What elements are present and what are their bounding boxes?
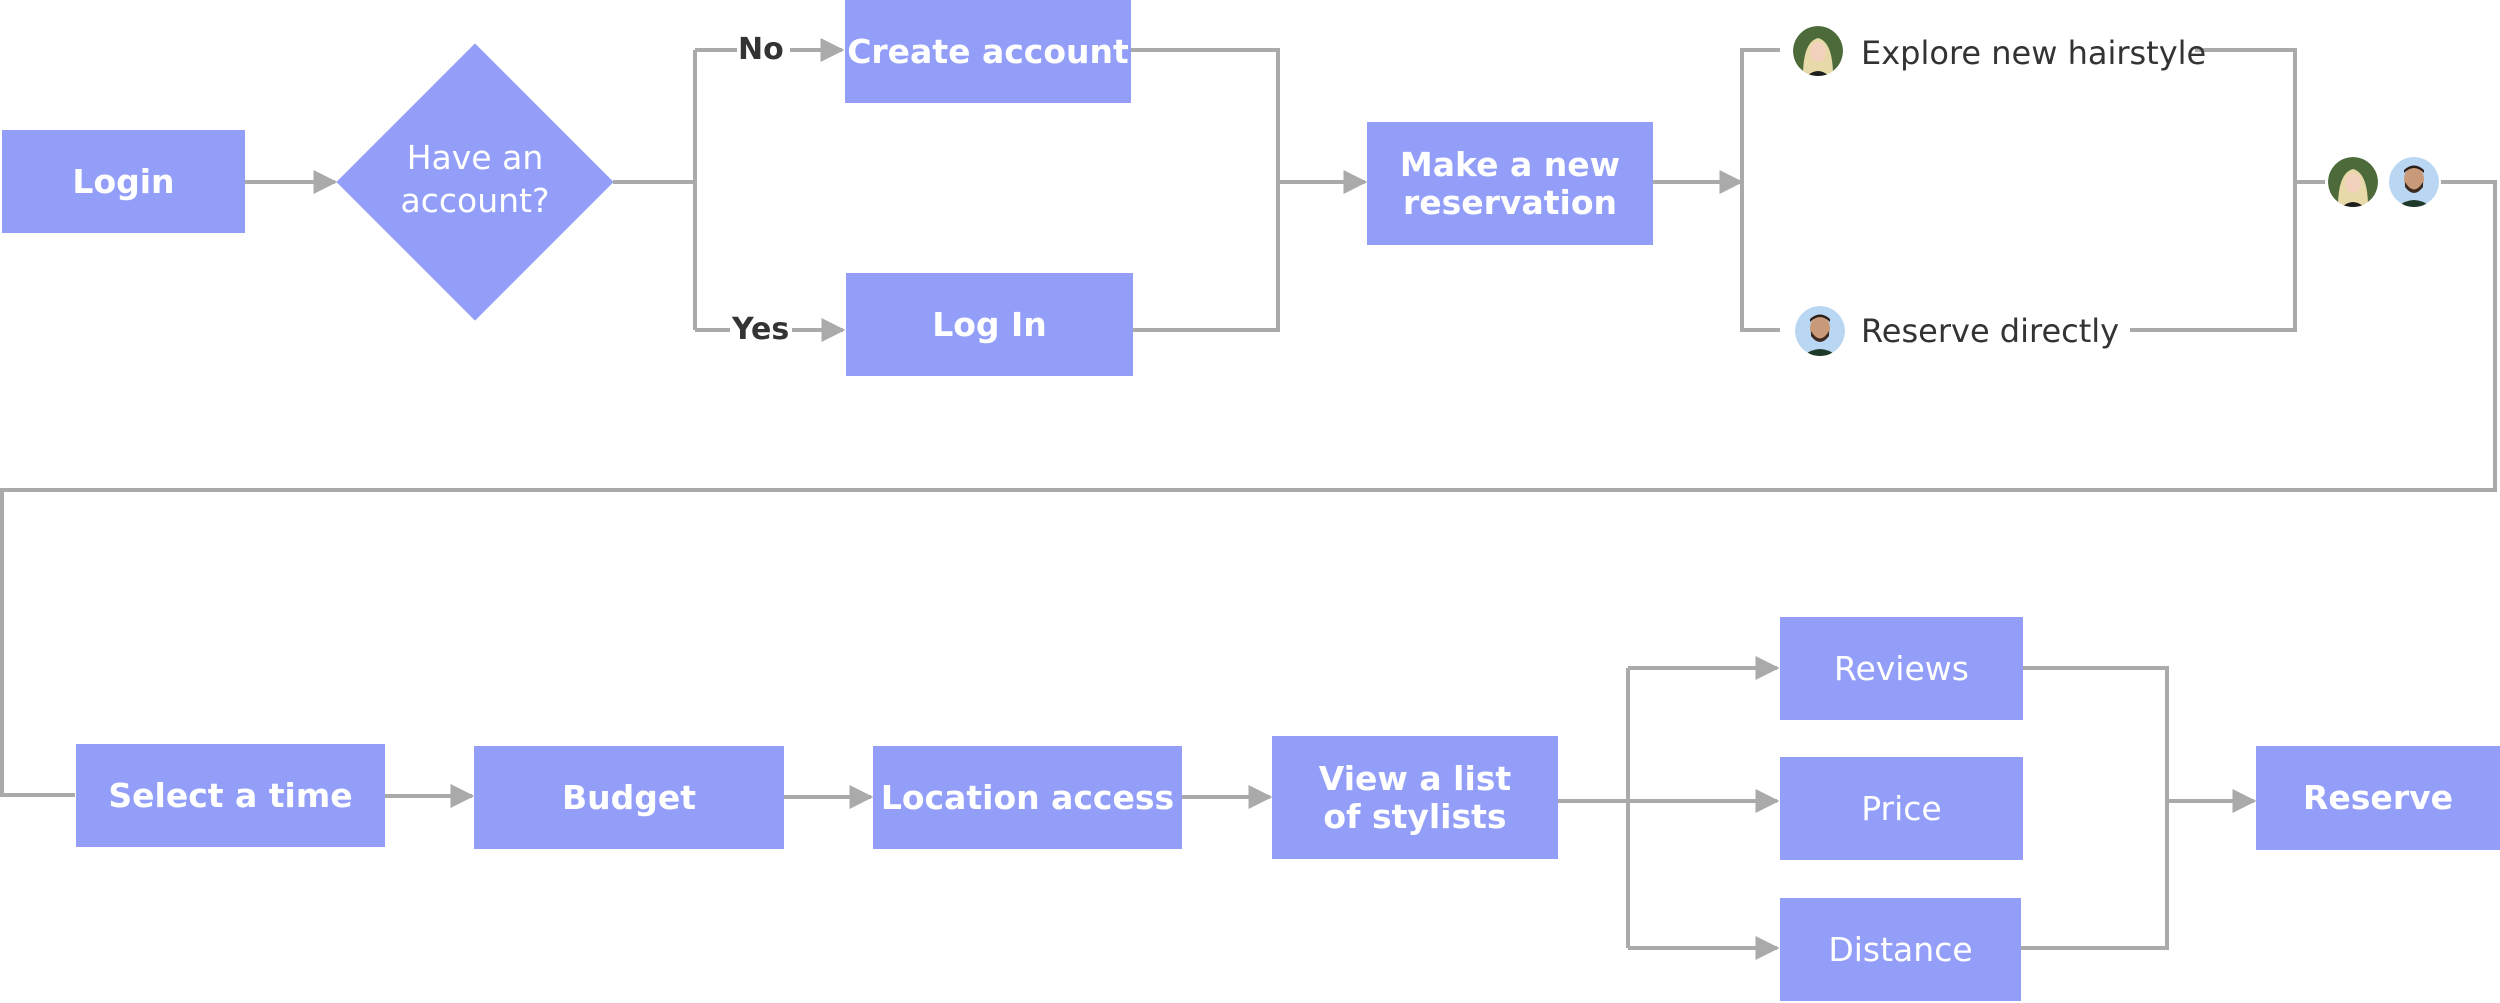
node-new-reservation-label: Make a new reservation	[1399, 144, 1621, 222]
node-have-account: Have an account?	[335, 120, 615, 240]
node-price: Price	[1780, 757, 2023, 860]
avatar-male-icon	[1793, 304, 1847, 358]
persona-explore-label: Explore new hairstyle	[1861, 34, 2207, 72]
node-price-label: Price	[1861, 788, 1942, 828]
node-view-stylists-label: View a list of stylists	[1318, 758, 1512, 836]
node-login: Login	[2, 130, 245, 233]
node-create-account-label: Create account	[847, 31, 1129, 71]
node-location-access: Location access	[873, 746, 1182, 849]
avatar-female-icon	[1791, 24, 1845, 78]
node-create-account: Create account	[845, 0, 1131, 103]
node-reviews: Reviews	[1780, 617, 2023, 720]
node-budget-label: Budget	[561, 777, 697, 817]
node-reserve-label: Reserve	[2303, 778, 2453, 818]
node-log-in-label: Log In	[932, 304, 1047, 344]
node-budget: Budget	[474, 746, 784, 849]
line-personas-merge	[2130, 48, 2297, 332]
node-have-account-label: Have an account?	[400, 138, 550, 220]
avatar-female-icon-merged	[2326, 155, 2380, 209]
line-wraparound	[0, 180, 2497, 797]
node-location-access-label: Location access	[880, 777, 1175, 817]
node-select-time: Select a time	[76, 744, 385, 847]
edge-label-yes: Yes	[732, 312, 790, 347]
node-reviews-label: Reviews	[1834, 648, 1969, 688]
node-reserve: Reserve	[2256, 746, 2500, 850]
node-log-in: Log In	[846, 273, 1133, 376]
line-filters-merge	[2021, 666, 2169, 950]
line-create-to-merge	[1131, 48, 1280, 332]
node-view-stylists: View a list of stylists	[1272, 736, 1558, 859]
edge-label-no: No	[738, 32, 784, 67]
persona-direct-label: Reserve directly	[1861, 312, 2120, 350]
avatar-male-icon-merged	[2387, 155, 2441, 209]
node-new-reservation: Make a new reservation	[1367, 122, 1653, 245]
node-distance: Distance	[1780, 898, 2021, 1001]
line-persona-split	[1740, 48, 1780, 332]
node-login-label: Login	[72, 161, 175, 201]
node-select-time-label: Select a time	[108, 775, 353, 815]
node-distance-label: Distance	[1828, 929, 1973, 969]
